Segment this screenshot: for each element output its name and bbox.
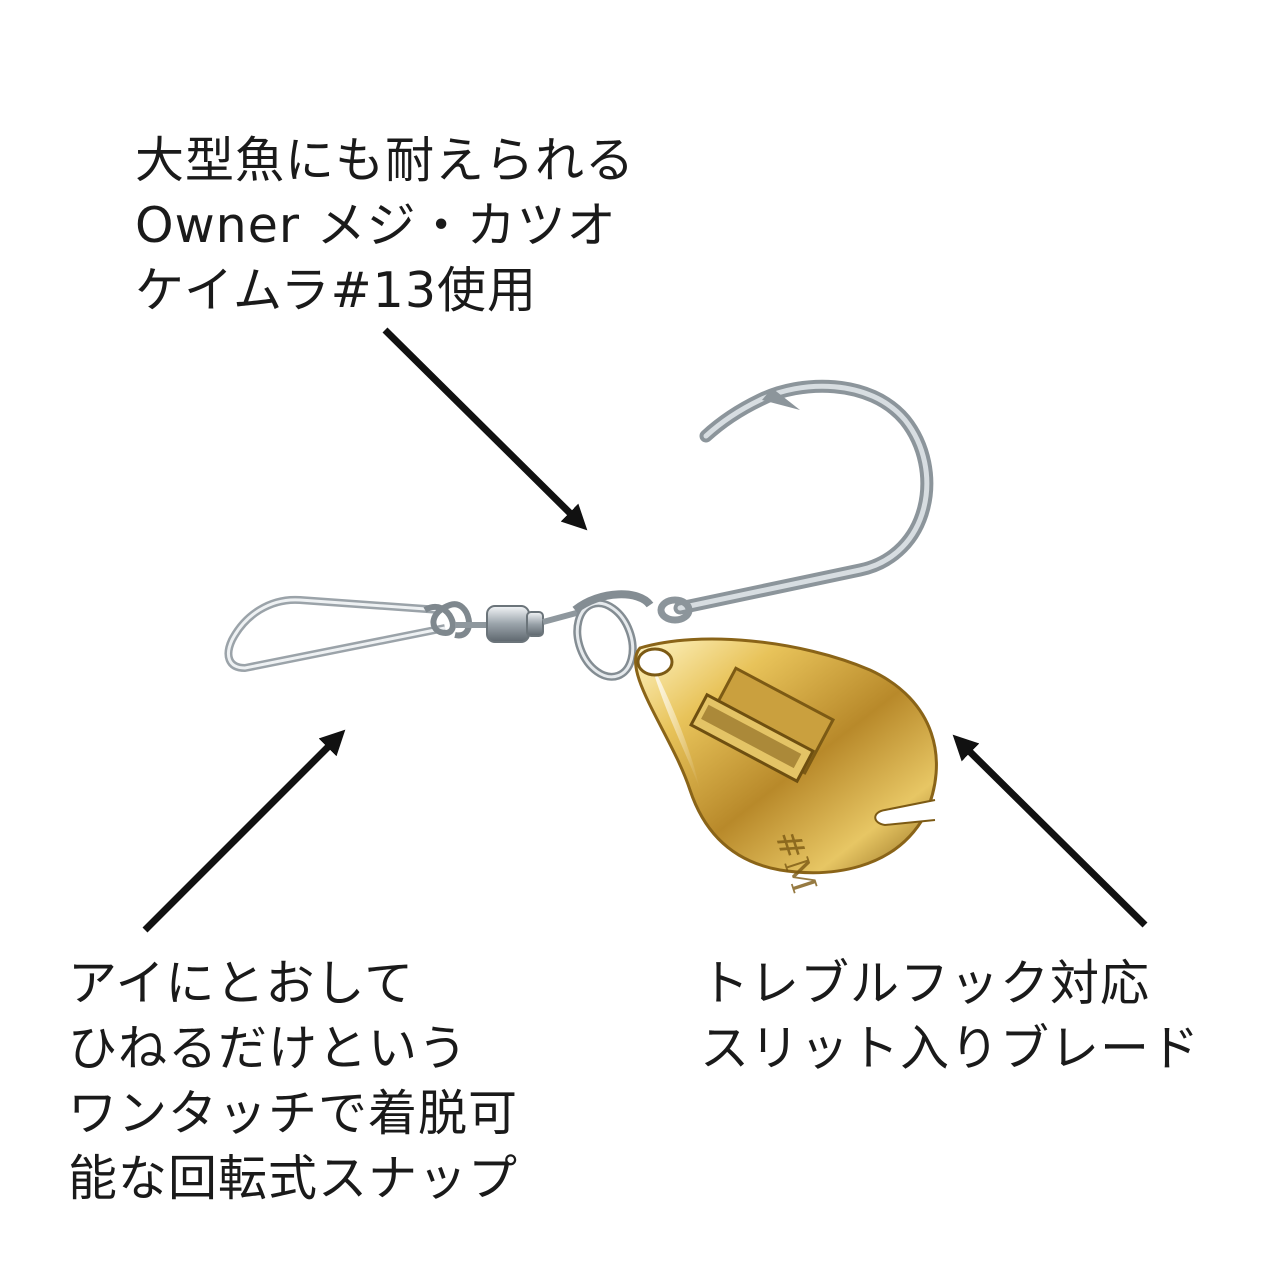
swivel <box>486 605 581 643</box>
callout-snap-line-3: ワンタッチで着脱可 <box>68 1085 519 1142</box>
callout-hook-line-1: 大型魚にも耐えられる <box>135 132 636 189</box>
callout-blade-line-1: トレブルフック対応 <box>700 955 1151 1012</box>
callout-hook: 大型魚にも耐えられる Owner メジ・カツオ ケイムラ#13使用 <box>135 128 635 323</box>
arrow-to-snap <box>142 729 346 933</box>
callout-hook-line-2: Owner メジ・カツオ <box>135 197 617 254</box>
callout-snap-line-2: ひねるだけという <box>68 1020 469 1077</box>
split-ring <box>572 590 654 681</box>
blade: #M <box>634 637 938 898</box>
arrow-to-hook <box>382 327 588 531</box>
arrow-to-blade <box>952 734 1148 928</box>
callout-blade: トレブルフック対応 スリット入りブレード <box>700 951 1200 1081</box>
hook <box>657 379 934 624</box>
callout-snap-line-4: 能な回転式スナップ <box>68 1150 519 1207</box>
snap <box>224 595 490 672</box>
callout-snap-line-1: アイにとおして <box>68 955 415 1012</box>
callout-hook-line-3: ケイムラ#13使用 <box>135 262 537 319</box>
callout-snap: アイにとおして ひねるだけという ワンタッチで着脱可 能な回転式スナップ <box>68 951 518 1211</box>
callout-blade-line-2: スリット入りブレード <box>700 1020 1201 1077</box>
